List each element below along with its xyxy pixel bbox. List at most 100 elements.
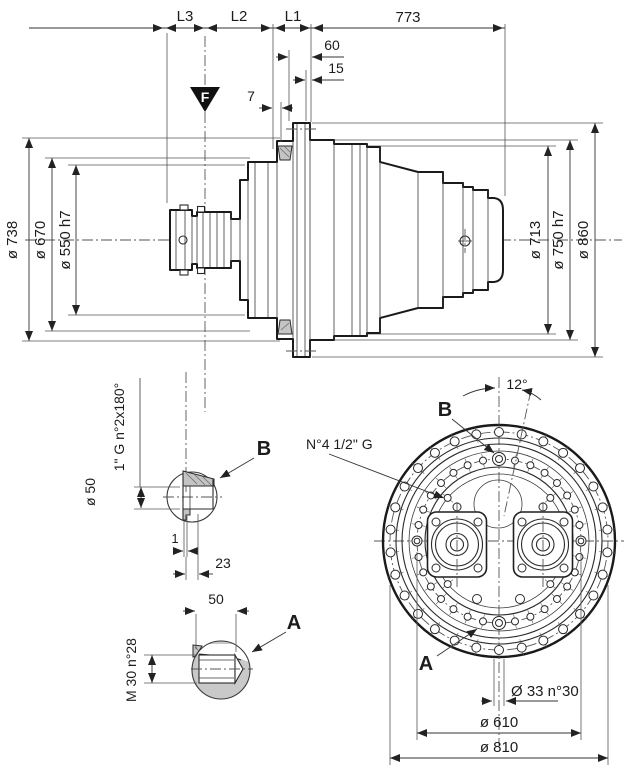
plug-halfg-left-inner xyxy=(413,537,421,545)
detail-a-label: A xyxy=(287,612,301,634)
pad-bolt-hole xyxy=(559,517,569,527)
outer-bolt-hole xyxy=(597,502,608,513)
m30-hole xyxy=(563,582,572,591)
f-flag-letter: F xyxy=(201,89,210,105)
m30-hole xyxy=(449,468,458,477)
outer-bolt-hole xyxy=(429,624,440,635)
pad-bolt-hole xyxy=(431,517,441,527)
top-dimension-chain: L3 L2 L1 773 xyxy=(29,8,506,203)
small-port-hole xyxy=(546,580,555,589)
m30-hole xyxy=(426,582,435,591)
dim-7: 7 xyxy=(247,88,255,104)
pad-bolt-hole xyxy=(517,563,527,573)
dim-50: 50 xyxy=(208,591,224,607)
plug-1g-top xyxy=(492,452,506,466)
outer-bolt-hole xyxy=(429,447,440,458)
dim-773: 773 xyxy=(395,9,420,26)
dim-dia-750: ø 750 h7 xyxy=(550,210,567,269)
outer-bolt-hole xyxy=(390,502,401,513)
outer-bolt-hole xyxy=(494,645,504,655)
dim-dia-50: ø 50 xyxy=(82,478,98,506)
flange-offset-dims: 60 15 7 xyxy=(247,37,344,142)
outer-bolt-hole xyxy=(385,524,396,535)
plug-halfg-right-inner xyxy=(577,537,585,545)
outer-bolt-hole xyxy=(575,463,586,474)
plug-1g-bottom xyxy=(492,616,506,630)
dim-l1: L1 xyxy=(285,8,302,25)
dim-1: 1 xyxy=(171,531,178,546)
m30-hole xyxy=(479,617,488,626)
m30-hole xyxy=(479,456,488,465)
dim-dia-713: ø 713 xyxy=(527,221,544,259)
right-diameter-dims: ø 713 ø 750 h7 ø 860 xyxy=(527,123,599,357)
outer-bolt-hole xyxy=(558,624,569,635)
outer-bolt-hole xyxy=(494,427,504,437)
outer-bolt-hole xyxy=(516,642,527,653)
detail-a-circle xyxy=(191,640,251,700)
outer-bolt-hole xyxy=(588,590,599,601)
small-port-hole xyxy=(443,493,452,502)
dim-dia-860: ø 860 xyxy=(575,221,592,259)
gearbox-profile xyxy=(169,122,504,358)
front-view: 12° B N°4 1/2" G A Ø 33 n°30 ø 610 ø 810 xyxy=(306,376,624,765)
detail-a-view: 50 M 30 n°28 A xyxy=(123,591,301,702)
end-cap-plug xyxy=(458,229,472,253)
section-joint-lines xyxy=(175,123,489,357)
f-mount-flag: F xyxy=(190,87,220,112)
plug-1g-bottom-inner xyxy=(495,619,503,627)
outer-bolt-hole xyxy=(390,569,401,580)
outer-bolt-hole xyxy=(412,463,423,474)
main-section-view: F L3 L2 L1 773 60 xyxy=(4,8,622,412)
dim-l3: L3 xyxy=(177,8,194,25)
front-holes-and-ports xyxy=(382,423,616,659)
pad-bolt-hole xyxy=(517,517,527,527)
m30-hole xyxy=(437,594,446,603)
pad-bolt-hole xyxy=(559,563,569,573)
m30-hole xyxy=(510,456,519,465)
dim-dia-810: ø 810 xyxy=(480,739,518,756)
dim-dia-550: ø 550 h7 xyxy=(57,210,74,269)
detail-b-label: B xyxy=(257,438,271,460)
m30-hole xyxy=(540,605,549,614)
dim-dia-738: ø 738 xyxy=(4,221,21,259)
outer-bolt-hole xyxy=(588,481,599,492)
plug-spec-label: 1" G n°2x180° xyxy=(111,383,127,472)
outer-bolt-hole xyxy=(385,547,396,558)
m30-hole xyxy=(414,521,423,530)
pad-bolt-hole xyxy=(431,563,441,573)
plug-halfg-right xyxy=(575,535,587,547)
pad-bolt-hole xyxy=(473,563,483,573)
outer-bolt-hole xyxy=(602,524,613,535)
dim-23: 23 xyxy=(215,555,231,571)
outer-bolt-hole xyxy=(597,569,608,580)
triangle-flag-icon xyxy=(190,87,220,112)
outer-bolt-hole xyxy=(558,447,569,458)
outer-bolt-hole xyxy=(471,429,482,440)
dim-60: 60 xyxy=(324,37,340,53)
m30-hole xyxy=(463,461,472,470)
outer-bolt-hole xyxy=(471,642,482,653)
m30-hole xyxy=(437,479,446,488)
outer-bolt-hole xyxy=(399,590,410,601)
outer-bolt-hole xyxy=(602,547,613,558)
dim-l2: L2 xyxy=(231,8,248,25)
front-b-label: B xyxy=(438,399,452,421)
dim-12deg: 12° xyxy=(506,376,527,392)
outer-bolt-hole xyxy=(449,436,460,447)
outer-bolt-hole xyxy=(575,608,586,619)
m30-hole xyxy=(540,468,549,477)
thread-spec-label: M 30 n°28 xyxy=(123,638,139,702)
plug-halfg-left xyxy=(411,535,423,547)
m30-hole xyxy=(419,505,428,514)
small-port-hole xyxy=(443,580,452,589)
center-boss-arc xyxy=(473,479,523,529)
m30-hole xyxy=(570,505,579,514)
dim-15: 15 xyxy=(328,60,344,76)
dim-hole-33: Ø 33 n°30 xyxy=(511,683,579,700)
dim-dia-610: ø 610 xyxy=(480,714,518,731)
m30-hole xyxy=(526,612,535,621)
detail-b-view: ø 50 1" G n°2x180° B 1 23 xyxy=(82,372,271,580)
m30-hole xyxy=(463,612,472,621)
